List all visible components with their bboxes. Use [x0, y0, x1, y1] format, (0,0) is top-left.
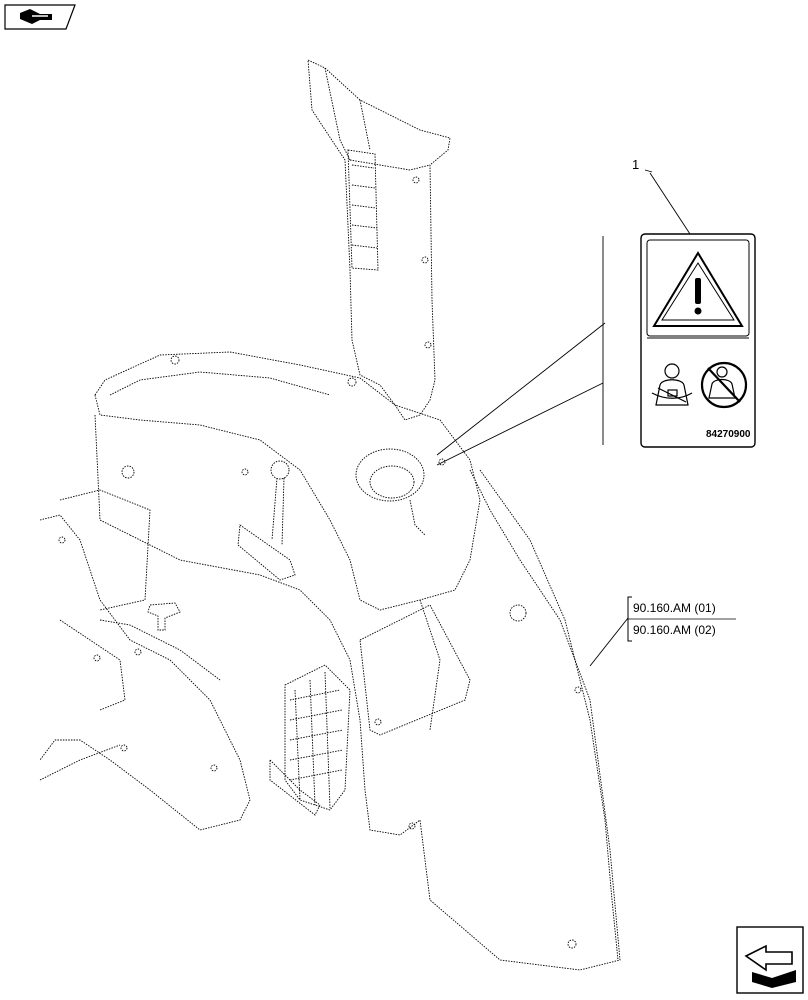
reference-link-2[interactable]: 90.160.AM (02)	[633, 623, 716, 637]
callout-number: 1	[632, 157, 640, 172]
next-page-button[interactable]	[736, 926, 804, 994]
previous-page-button[interactable]	[4, 4, 76, 30]
reference-link-1[interactable]: 90.160.AM (01)	[633, 601, 716, 615]
next-page-icon	[736, 926, 804, 994]
decal-part-code: 84270900	[706, 429, 751, 440]
previous-page-icon	[4, 4, 76, 30]
